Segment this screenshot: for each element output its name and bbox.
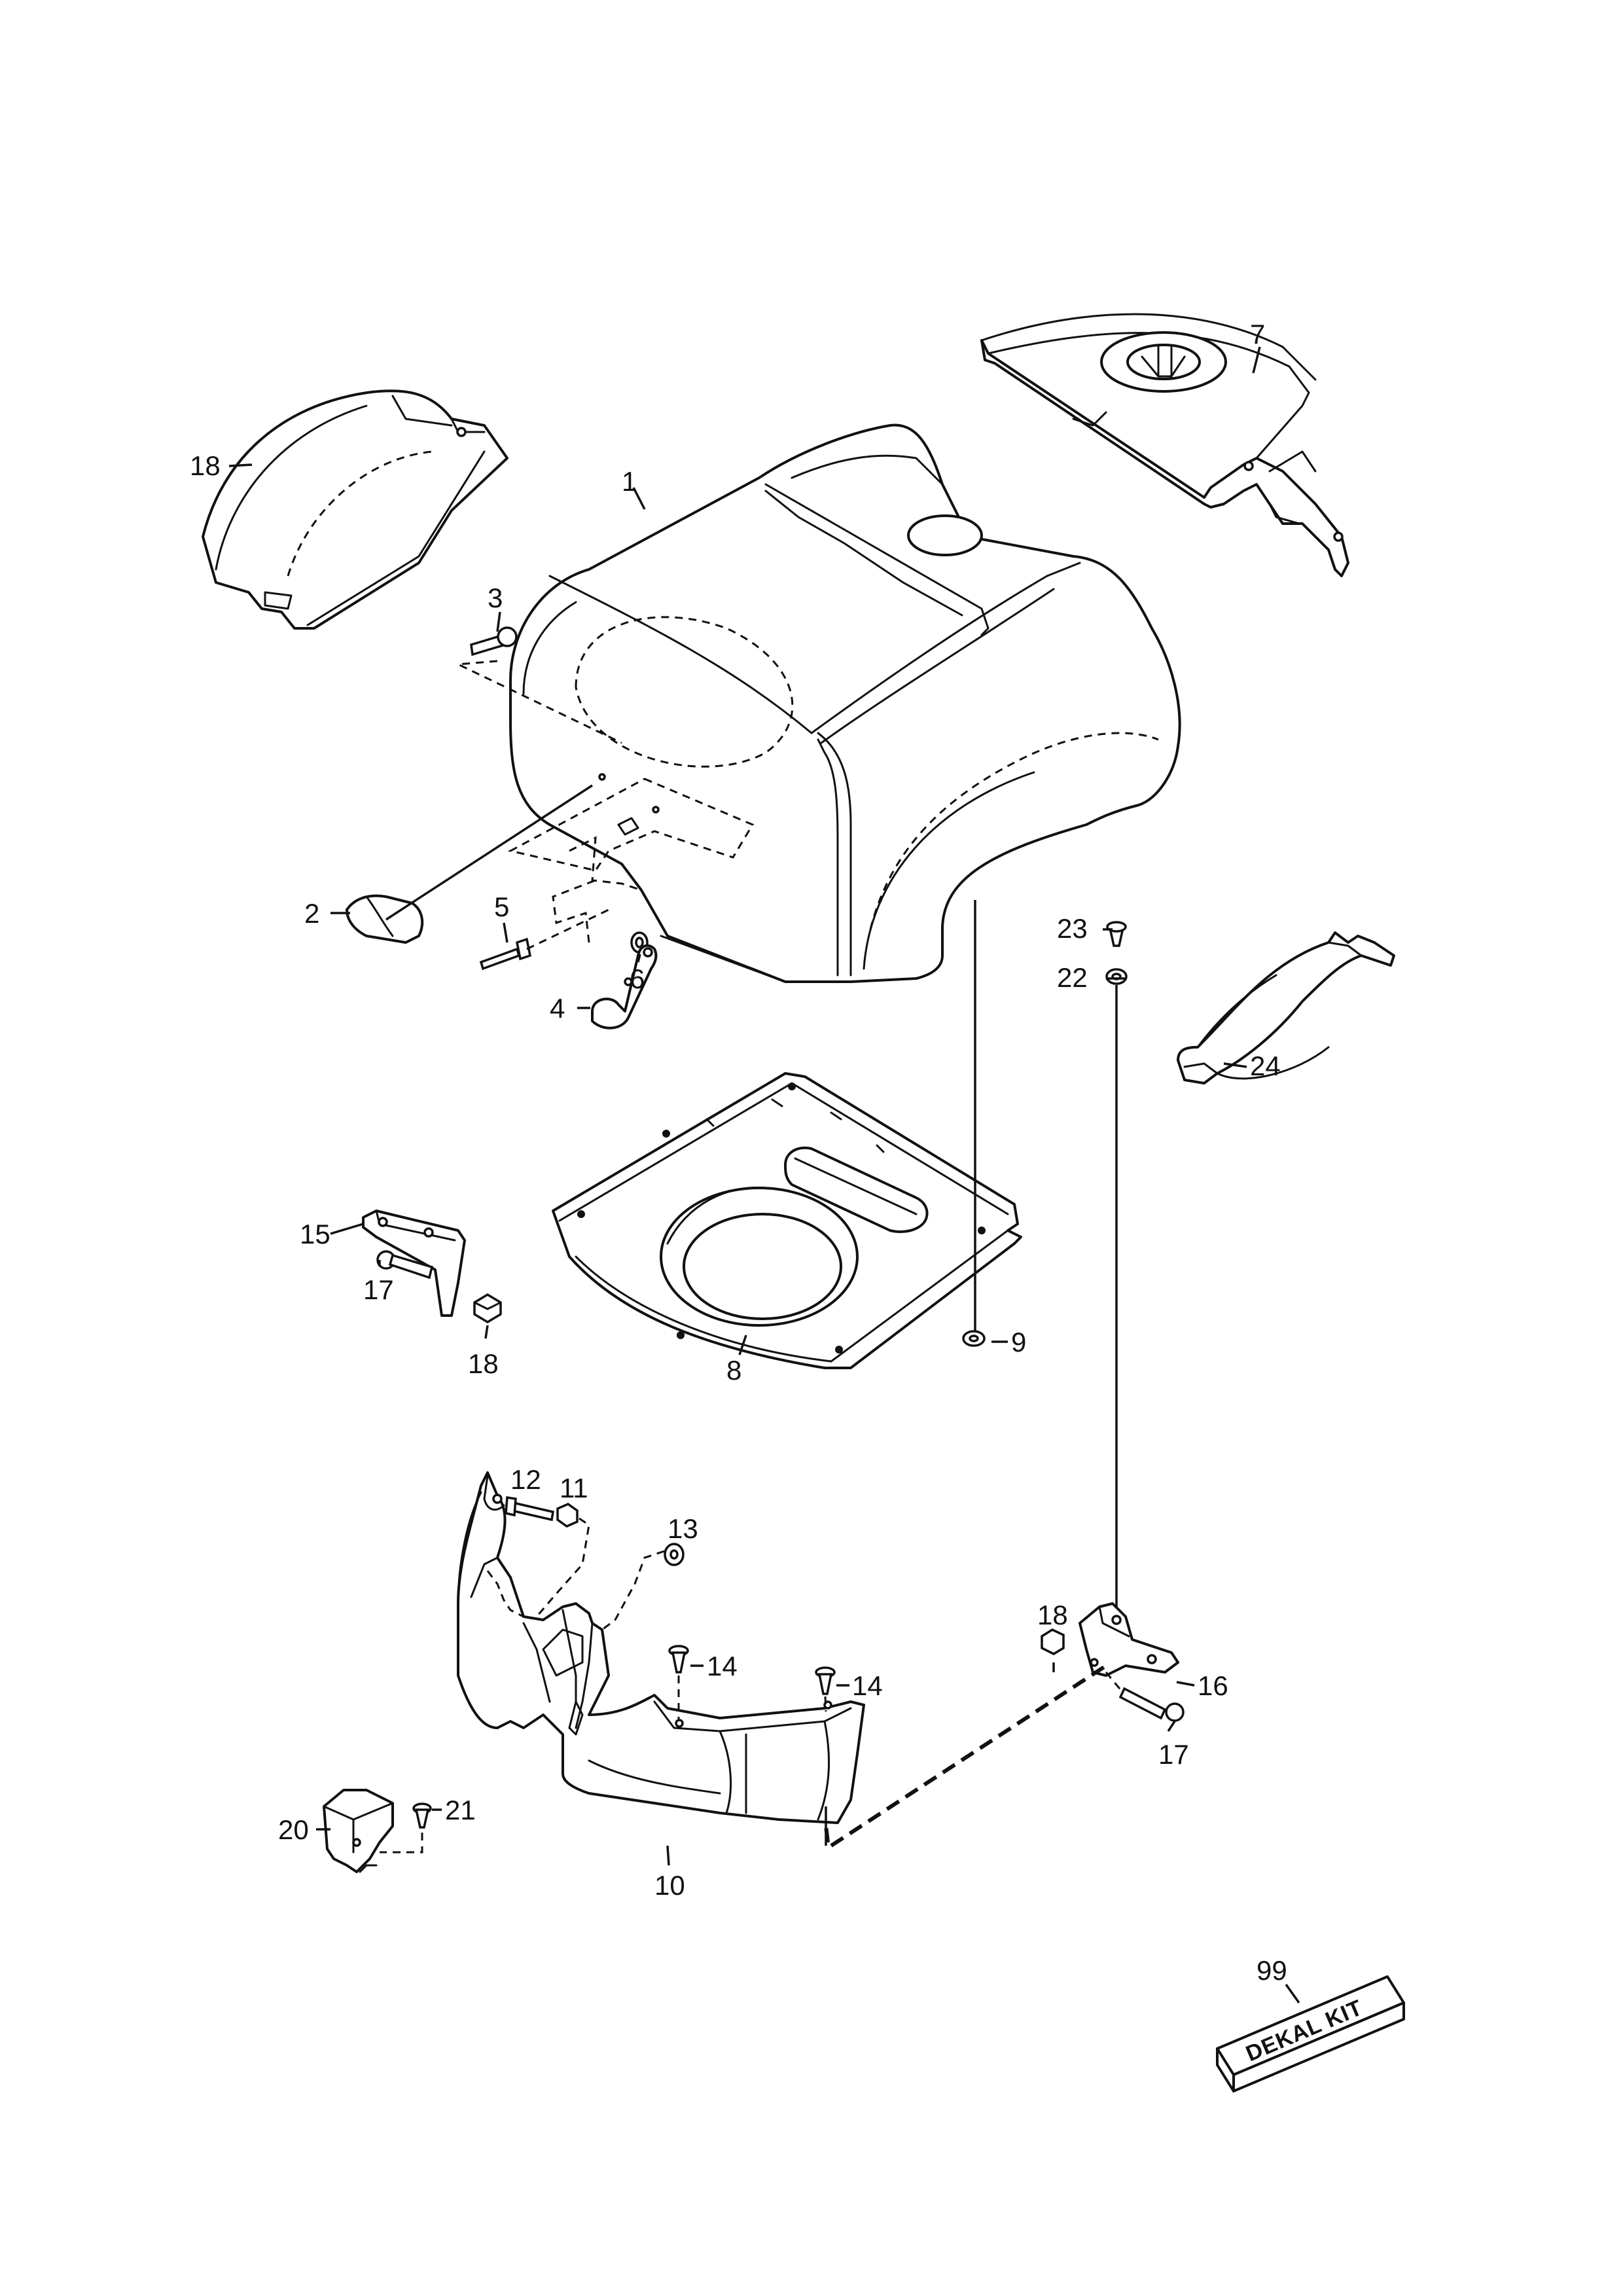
callout-22: 22 [1057, 962, 1088, 993]
callout-15: 15 [300, 1219, 330, 1249]
callout-17-right: 17 [1158, 1739, 1189, 1770]
part-8-floor-pan [552, 1072, 1022, 1369]
part-13-washer [664, 1543, 685, 1566]
leader-lines [228, 346, 1300, 2004]
screw-icon [388, 1253, 434, 1280]
callout-2: 2 [304, 898, 319, 929]
callout-23: 23 [1057, 913, 1088, 944]
callout-7: 7 [1250, 319, 1265, 350]
part-19-clip [323, 1789, 394, 1873]
part-15-bracket [362, 1210, 466, 1317]
callout-4: 4 [550, 993, 565, 1024]
part-5-pin [479, 937, 532, 971]
screw-icon [817, 1673, 833, 1695]
part-9-washer [962, 1330, 986, 1347]
part-6-washer [630, 931, 649, 954]
part-23-screw [1106, 921, 1127, 947]
screw-icon [671, 1651, 687, 1674]
part-3-screw [470, 626, 518, 656]
callout-24: 24 [1250, 1050, 1281, 1081]
assembly-line-2 [385, 784, 593, 921]
latch-mount-outline [507, 778, 755, 872]
callout-8: 8 [726, 1355, 741, 1386]
callout-labels: 18 1 7 3 2 5 6 4 8 9 15 17 18 23 22 24 1… [190, 319, 1287, 1986]
callout-18-right-label: 18 [1037, 1600, 1068, 1630]
assembly-path-11 [535, 1517, 590, 1617]
nut-icon [1041, 1628, 1065, 1655]
part-11-nut [556, 1502, 579, 1528]
callout-6: 6 [630, 963, 645, 994]
callout-19: 20 [278, 1814, 309, 1845]
callout-12: 12 [510, 1464, 541, 1495]
nut-icon [556, 1502, 579, 1528]
callout-21: 18 [190, 450, 221, 481]
part-99-decal-kit: DEKAL KIT [1216, 1975, 1405, 2092]
part-7-top-cover [980, 313, 1349, 577]
part-20-screw [412, 1803, 432, 1829]
callout-16: 16 [1198, 1670, 1228, 1701]
part-10-lower-panel [457, 1471, 865, 1824]
part-14-screw-right [815, 1666, 836, 1695]
callout-9: 9 [1011, 1327, 1026, 1357]
part-17-bolt-left [376, 1250, 434, 1280]
part-14-screw-left [668, 1645, 689, 1674]
callout-3: 3 [488, 583, 503, 613]
callout-13: 13 [668, 1513, 698, 1544]
callout-14-right: 14 [852, 1670, 883, 1701]
part-16-bracket [1079, 1602, 1179, 1677]
callout-14-left: 14 [707, 1651, 738, 1681]
callout-10: 10 [654, 1870, 685, 1901]
screw-icon [414, 1808, 430, 1829]
part-1-hood-body [509, 423, 1181, 983]
part-17-bolt-right [1118, 1687, 1185, 1722]
callout-99: 99 [1257, 1955, 1287, 1986]
part-18-nut-left [473, 1293, 502, 1324]
part-12-pin [505, 1496, 554, 1522]
part-21-deflector-shield [202, 389, 508, 630]
callout-20: 21 [445, 1795, 476, 1825]
assembly-path-13 [601, 1550, 665, 1631]
part-22-washer [1105, 968, 1128, 985]
callout-5: 5 [494, 891, 509, 922]
part-24-fender [1177, 931, 1395, 1085]
screw-icon [1118, 1687, 1167, 1720]
part-18-nut-right [1041, 1628, 1065, 1655]
pin-icon [479, 947, 521, 971]
part-4-latch-lever [591, 944, 658, 1030]
callout-17-left: 17 [363, 1274, 394, 1305]
callout-18-left: 18 [468, 1348, 499, 1379]
callout-1: 1 [622, 466, 637, 497]
callout-11: 11 [560, 1473, 588, 1503]
